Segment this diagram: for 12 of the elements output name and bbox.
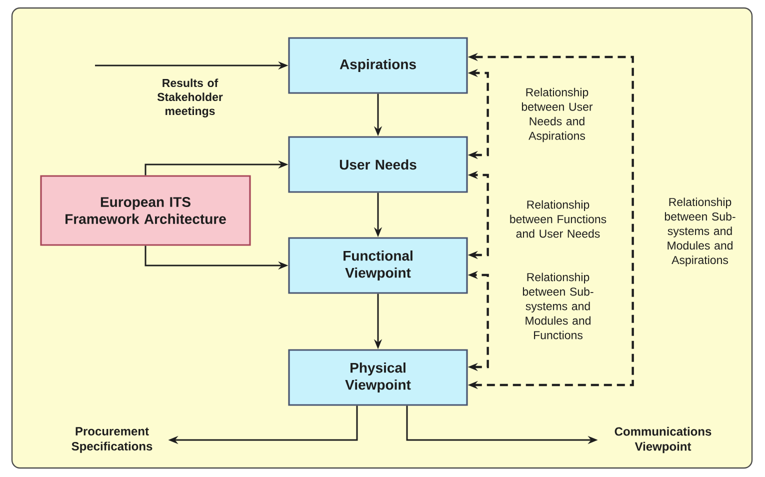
framework-box: European ITS Framework Architecture (40, 175, 251, 246)
process-box: Functional Viewpoint (288, 237, 468, 294)
edge-label: Relationship between Sub-systems and Modules and Functions (507, 272, 609, 340)
output-label: Communications Viewpoint (614, 426, 712, 454)
process-box: Physical Viewpoint (288, 349, 468, 406)
edge-label: Relationship between Sub-systems and Modules and Aspirations (649, 196, 751, 268)
process-box: Aspirations (288, 37, 468, 94)
edge-label: Results of Stakeholder meetings (144, 78, 236, 118)
output-label: Procurement Specifications (72, 427, 152, 453)
process-box: User Needs (288, 136, 468, 193)
edge-label: Relationship between User Needs and Aspirations (506, 86, 608, 144)
edge-label: Relationship between Functions and User Needs (507, 199, 609, 239)
